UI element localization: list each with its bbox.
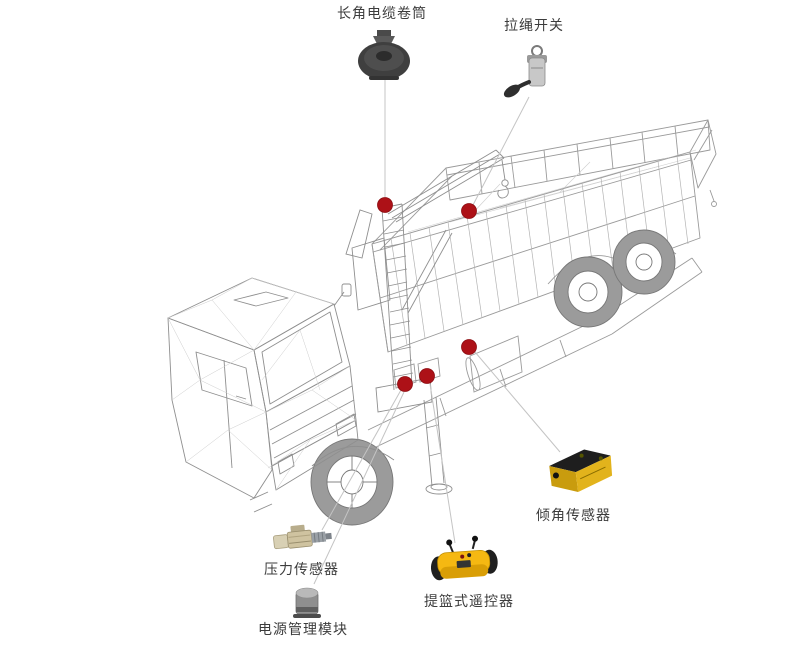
tilt-sensor-icon: [549, 449, 613, 493]
cable-reel-icon: [358, 30, 410, 80]
leader-lines: [313, 80, 561, 585]
pressure-sensor-icon: [273, 524, 332, 550]
hotspot-pressure-sensor: [397, 376, 413, 392]
hotspot-remote-control: [419, 368, 435, 384]
pull-rope-switch-icon: [503, 45, 547, 98]
hotspot-tilt-sensor: [461, 339, 477, 355]
cargo-bed: [371, 119, 717, 353]
callout-label-pull-switch: 拉绳开关: [504, 18, 564, 34]
wheels: [310, 229, 676, 526]
cab: [167, 237, 395, 513]
callout-label-pressure-sensor: 压力传感器: [264, 562, 339, 578]
callout-label-power-module: 电源管理模块: [258, 622, 348, 638]
power-module-icon: [293, 587, 321, 618]
callout-label-cable-reel: 长角电缆卷筒: [337, 6, 427, 22]
hotspot-markers: [377, 197, 477, 392]
callout-label-remote-control: 提篮式遥控器: [424, 594, 514, 610]
callout-label-tilt-sensor: 倾角传感器: [536, 508, 611, 524]
hotspot-pull-switch: [461, 203, 477, 219]
hotspot-cable-reel: [377, 197, 393, 213]
remote-control-icon: [430, 535, 498, 581]
